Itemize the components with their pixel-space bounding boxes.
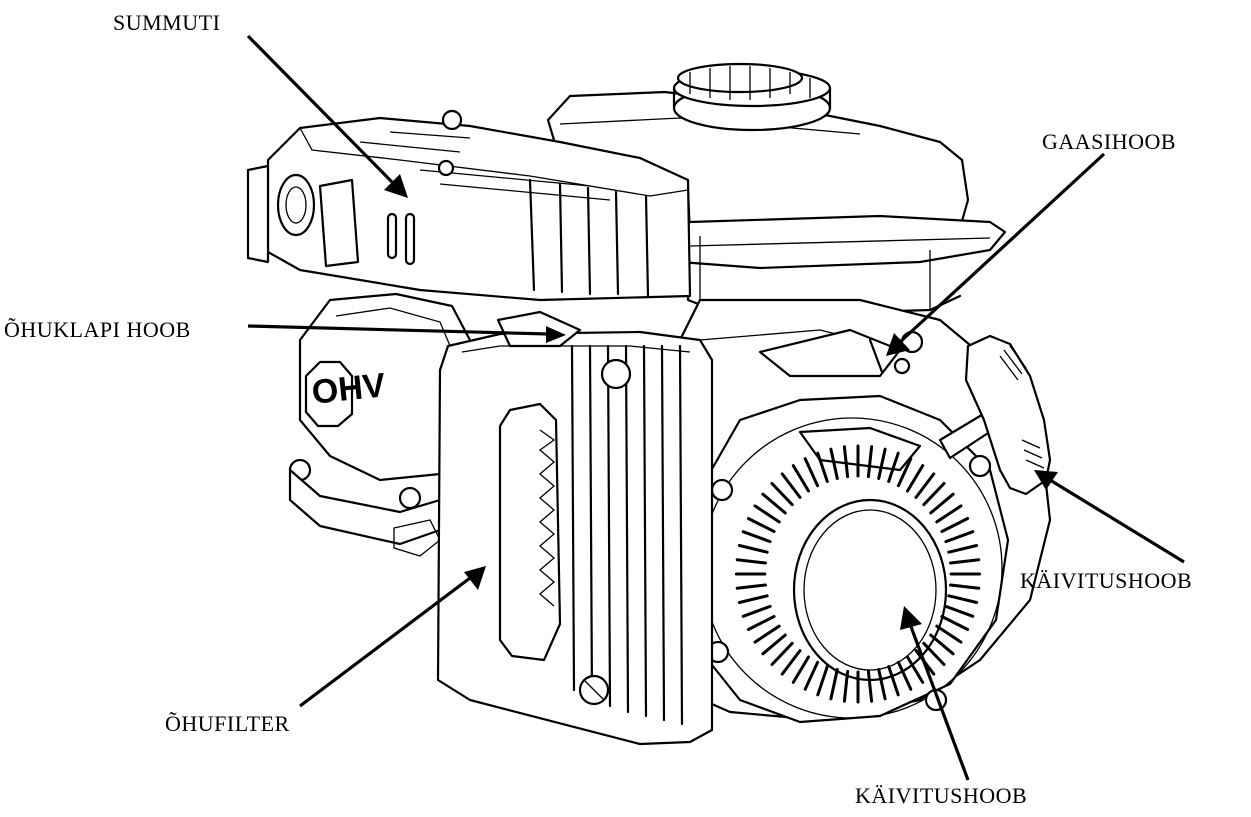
fuel-tank (546, 90, 1007, 318)
vent-slot (940, 615, 970, 631)
vent-slot (780, 472, 802, 499)
vent-slot (735, 558, 767, 565)
label-throttle-lever: GAASIHOOB (1042, 129, 1177, 154)
recoil-starter (684, 394, 1010, 724)
arrow-muffler (246, 34, 408, 198)
vent-slot (935, 504, 963, 524)
vent-slot (922, 641, 946, 666)
vent-slot (896, 457, 913, 488)
fuel-cap (672, 62, 832, 132)
valve-cover-text: OHV (310, 366, 388, 412)
vent-slot (741, 530, 772, 544)
arrow-air-filter (299, 566, 486, 708)
vent-slot (947, 544, 979, 554)
air-filter (436, 310, 714, 746)
vent-slot (866, 669, 874, 703)
label-air-filter: ÕHUFILTER (165, 711, 290, 736)
vent-slot (816, 451, 829, 483)
vent-slot (770, 482, 794, 507)
vent-slot (842, 445, 850, 479)
vent-slot (906, 655, 925, 684)
vent-slot (896, 660, 913, 691)
vent-slot (791, 655, 810, 684)
label-starter-handle: KÄIVITUSHOOB (1020, 568, 1193, 593)
label-muffler: SUMMUTI (113, 10, 221, 35)
vent-slot (803, 457, 820, 488)
label-recoil-starter: KÄIVITUSHOOB (855, 783, 1028, 808)
vent-slot (791, 464, 810, 493)
arrow-recoil-starter (900, 606, 970, 781)
vent-slot (753, 504, 781, 524)
vent-slot (887, 451, 900, 483)
leader-arrows (246, 34, 1185, 781)
vent-slot (935, 624, 963, 644)
vent-slot (803, 660, 820, 691)
vent-slot (944, 530, 975, 544)
vent-slot (949, 583, 981, 590)
vent-slot (906, 464, 925, 493)
vent-slot (922, 482, 946, 507)
vent-slot (746, 615, 776, 631)
vent-slot (746, 517, 776, 533)
label-choke-lever: ÕHUKLAPI HOOB (4, 317, 191, 342)
vent-slot (770, 641, 794, 666)
vent-slot (829, 668, 839, 701)
vent-slot (944, 604, 975, 618)
starter-vents (734, 444, 982, 704)
arrow-throttle-lever (886, 152, 1106, 356)
vent-slot (761, 633, 787, 656)
valve-cover: OHV (288, 292, 474, 557)
vent-slot (929, 633, 955, 656)
vent-slot (735, 583, 767, 590)
vent-slot (842, 669, 850, 703)
vent-slot (877, 668, 887, 701)
vent-slot (780, 649, 802, 676)
vent-slot (737, 594, 769, 604)
vent-slot (947, 594, 979, 604)
vent-slot (741, 604, 772, 618)
vent-slot (887, 665, 900, 697)
vent-slot (816, 665, 829, 697)
vent-slot (929, 492, 955, 515)
arrow-choke-lever (247, 324, 566, 343)
vent-slot (737, 544, 769, 554)
vent-slot (866, 445, 874, 479)
vent-slot (761, 492, 787, 515)
vent-slot (753, 624, 781, 644)
vent-slot (877, 447, 887, 480)
vent-slot (940, 517, 970, 533)
vent-slot (949, 558, 981, 565)
vent-slot (829, 447, 839, 480)
arrow-starter-handle (1034, 470, 1185, 564)
vent-slot (914, 472, 936, 499)
